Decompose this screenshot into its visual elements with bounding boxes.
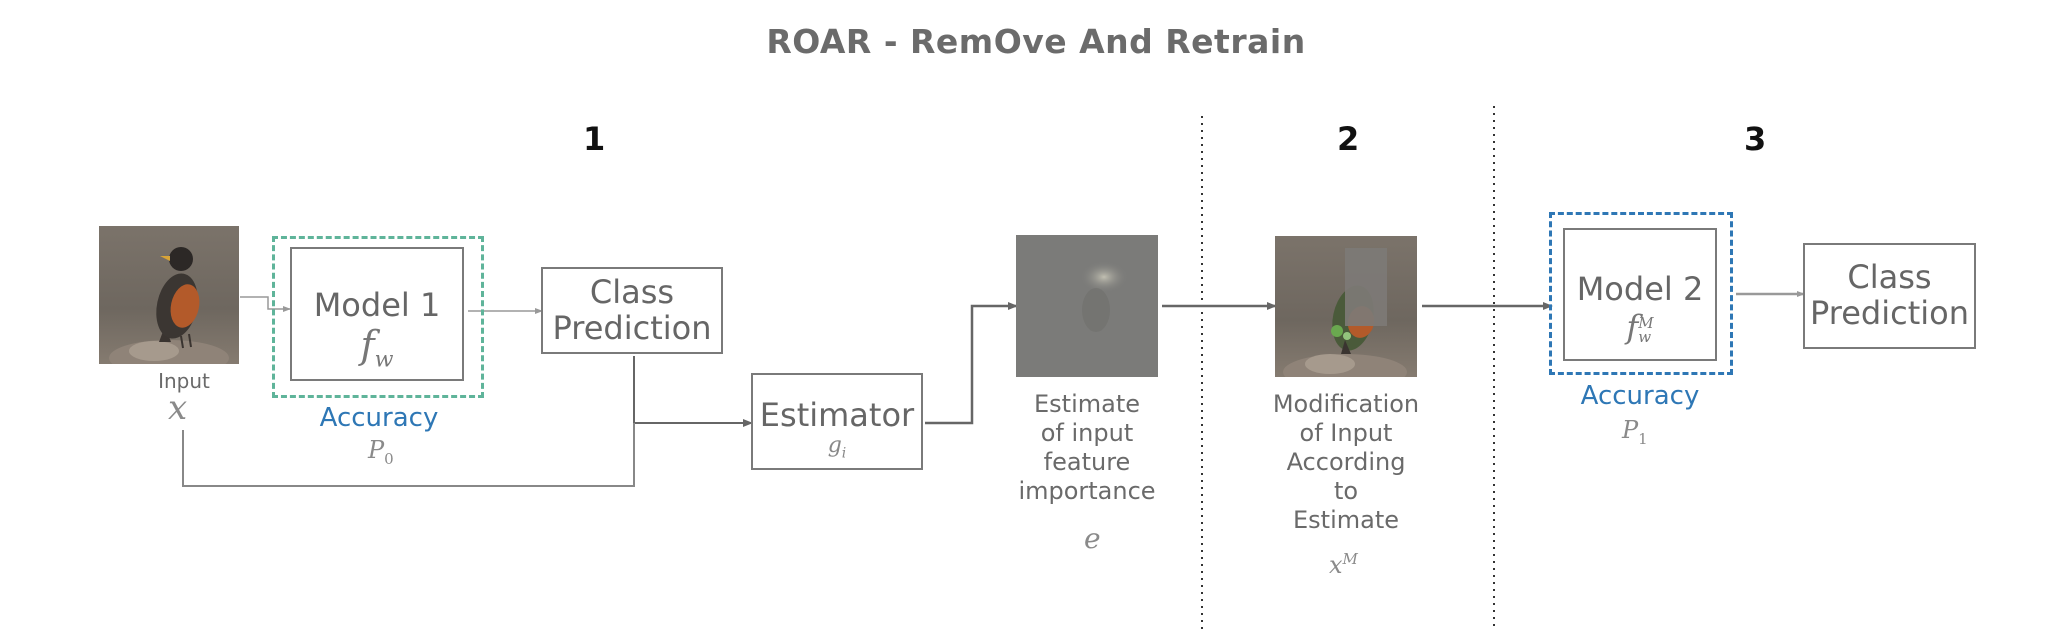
- accuracy1-variable: P0: [368, 436, 394, 468]
- class-prediction-1-box[interactable]: Class Prediction: [541, 267, 723, 354]
- masked-bird-icon: [1283, 248, 1407, 377]
- section-number-1: 1: [583, 120, 606, 158]
- model2-function: f M w: [1626, 308, 1654, 346]
- section-number-2: 2: [1337, 120, 1360, 158]
- model1-box[interactable]: Model 1 fw: [290, 247, 464, 381]
- modification-line2: of Input: [1299, 419, 1393, 447]
- modification-variable: xM: [1329, 550, 1358, 579]
- arrow-input-to-model1: [240, 296, 291, 312]
- class-prediction-2-box[interactable]: Class Prediction: [1803, 243, 1976, 349]
- modification-line3: According: [1286, 448, 1406, 476]
- class-prediction-2-line2: Prediction: [1810, 294, 1969, 332]
- model2-dashed-frame: [1549, 212, 1733, 375]
- accuracy2-label: Accuracy: [1580, 381, 1700, 411]
- estimate-saliency-image: [1016, 235, 1158, 377]
- estimate-line3: feature: [1043, 448, 1131, 476]
- estimate-line2: of input: [1040, 419, 1134, 447]
- modification-line5: Estimate: [1292, 506, 1399, 534]
- bird-icon: [109, 247, 229, 364]
- section-number-3: 3: [1744, 120, 1767, 158]
- model1-label: Model 1: [313, 286, 441, 324]
- model1-function: fw: [360, 323, 394, 373]
- estimator-box[interactable]: Estimator gi: [751, 373, 923, 470]
- estimate-variable: e: [1084, 522, 1101, 555]
- modification-caption: Modification of Input According to Estim…: [1246, 390, 1446, 535]
- model2-box[interactable]: Model 2 f M w: [1563, 228, 1717, 361]
- modification-line1: Modification: [1272, 390, 1420, 418]
- input-variable: x: [168, 388, 188, 428]
- estimate-line4: importance: [1018, 477, 1156, 505]
- modification-line4: to: [1333, 477, 1359, 505]
- line-input-feedback: [182, 423, 635, 487]
- input-bird-image: [99, 226, 239, 364]
- accuracy2-variable: P1: [1622, 416, 1648, 448]
- estimate-line1: Estimate: [1033, 390, 1140, 418]
- arrow-prediction-to-estimator: [633, 356, 753, 427]
- accuracy1-label: Accuracy: [319, 403, 439, 433]
- model2-label: Model 2: [1576, 270, 1704, 308]
- estimator-label: Estimator: [759, 396, 915, 434]
- class-prediction-2-line1: Class: [1847, 258, 1932, 296]
- saliency-map-icon: [1080, 261, 1128, 332]
- estimate-caption: Estimate of input feature importance: [1000, 390, 1174, 506]
- page-title: ROAR - RemOve And Retrain: [766, 22, 1306, 61]
- modified-bird-image: [1275, 236, 1417, 377]
- model1-dashed-frame: [272, 236, 484, 398]
- class-prediction-1-line1: Class: [589, 273, 675, 311]
- estimator-function: gi: [827, 433, 847, 462]
- input-label: Input: [158, 369, 210, 393]
- arrow-estimator-to-estimate: [925, 302, 1018, 425]
- class-prediction-1-line2: Prediction: [552, 309, 712, 347]
